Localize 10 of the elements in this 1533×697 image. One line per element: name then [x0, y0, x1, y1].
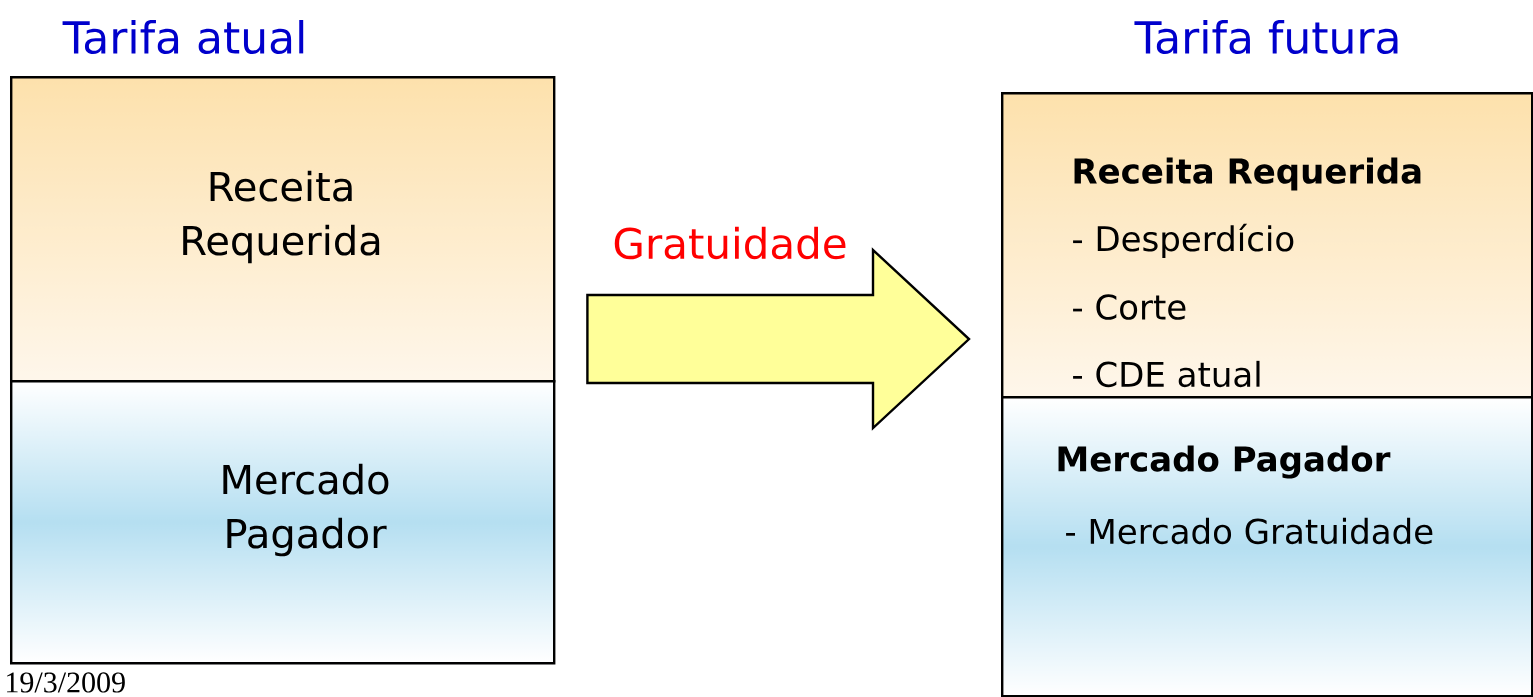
box-text: Receita Requerida: [183, 170, 380, 264]
list-item: - Desperdício: [1073, 223, 1294, 259]
list-item: - Mercado Gratuidade: [1066, 517, 1433, 545]
block-arrow: [586, 247, 971, 431]
box-heading: Mercado Pagador: [1058, 445, 1391, 479]
edge-label: Gratuidade: [608, 222, 852, 264]
list-item: - Corte: [1073, 294, 1186, 320]
box-text: Mercado Pagador: [223, 463, 389, 557]
list-item: - CDE atual: [1073, 360, 1260, 388]
box-heading: Receita Requerida: [1074, 157, 1421, 191]
